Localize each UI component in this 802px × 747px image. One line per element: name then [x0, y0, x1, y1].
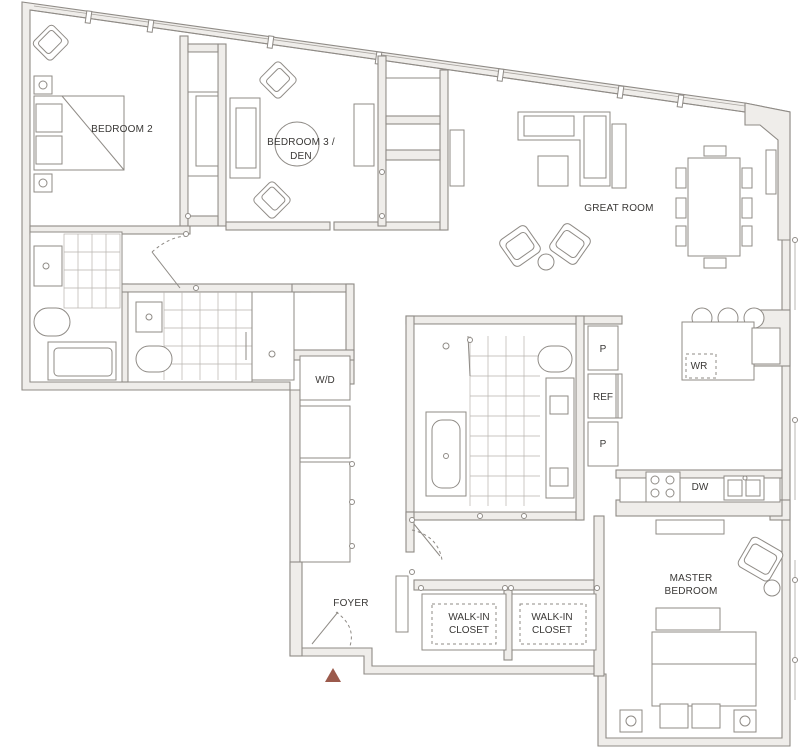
walkin-closet-2-label-line1: WALK-IN: [531, 612, 572, 623]
interior-walls: [29, 35, 783, 677]
master-bedroom-label-line1: MASTER: [670, 573, 713, 584]
bedroom2-furniture: [32, 24, 125, 193]
kitchen: [587, 325, 781, 503]
walk-in-closets: [395, 575, 600, 651]
walkin-closet-1-label-line2: CLOSET: [449, 625, 489, 636]
foyer-label: FOYER: [333, 598, 368, 609]
bedroom3-label-line2: DEN: [290, 151, 312, 162]
den-furniture: [229, 61, 375, 219]
pantry-top-label: P: [600, 344, 607, 355]
washer-dryer-label: W/D: [315, 375, 334, 386]
window-mullions: [84, 10, 685, 108]
entry-marker-icon: [325, 668, 341, 682]
refrigerator-label: REF: [593, 392, 613, 403]
doors: [151, 169, 527, 647]
bath-fixtures: [33, 233, 577, 513]
master-bath-tiles: [469, 336, 540, 506]
great-room-furniture: [449, 111, 781, 381]
bath2-tiles: [163, 292, 252, 380]
master-bedroom-label-line2: BEDROOM: [664, 586, 717, 597]
walkin-closet-1-label-line1: WALK-IN: [448, 612, 489, 623]
room-labels: BEDROOM 2 BEDROOM 3 / DEN GREAT ROOM MAS…: [91, 124, 717, 636]
wine-refrigerator-label: WR: [691, 361, 708, 372]
great-room-label: GREAT ROOM: [584, 203, 653, 214]
bedroom3-label-line1: BEDROOM 3 /: [267, 137, 335, 148]
walkin-closet-2-label-line2: CLOSET: [532, 625, 572, 636]
bedroom2-label: BEDROOM 2: [91, 124, 153, 135]
pantry-bottom-label: P: [600, 439, 607, 450]
dishwasher-label: DW: [692, 482, 709, 493]
master-bedroom-furniture: [619, 519, 784, 733]
bath1-tiles: [63, 233, 121, 309]
fixture-labels: W/D P REF P DW WR: [315, 344, 709, 493]
